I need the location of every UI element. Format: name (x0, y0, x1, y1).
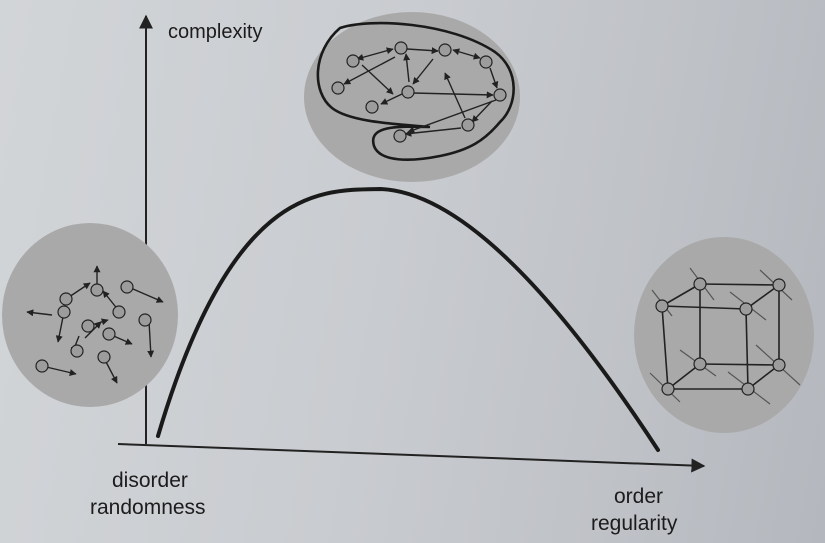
crystal-lattice-icon (634, 237, 814, 433)
complexity-curve (156, 186, 660, 452)
complex-network-icon (304, 12, 520, 182)
y-axis-label: complexity (168, 21, 262, 43)
x-axis (117, 443, 706, 473)
random-gas-icon (2, 223, 178, 407)
x-right-label-regularity: regularity (591, 512, 678, 535)
x-left-label-randomness: randomness (90, 496, 206, 519)
x-left-label-disorder: disorder (112, 469, 188, 492)
x-right-label-order: order (614, 485, 663, 508)
